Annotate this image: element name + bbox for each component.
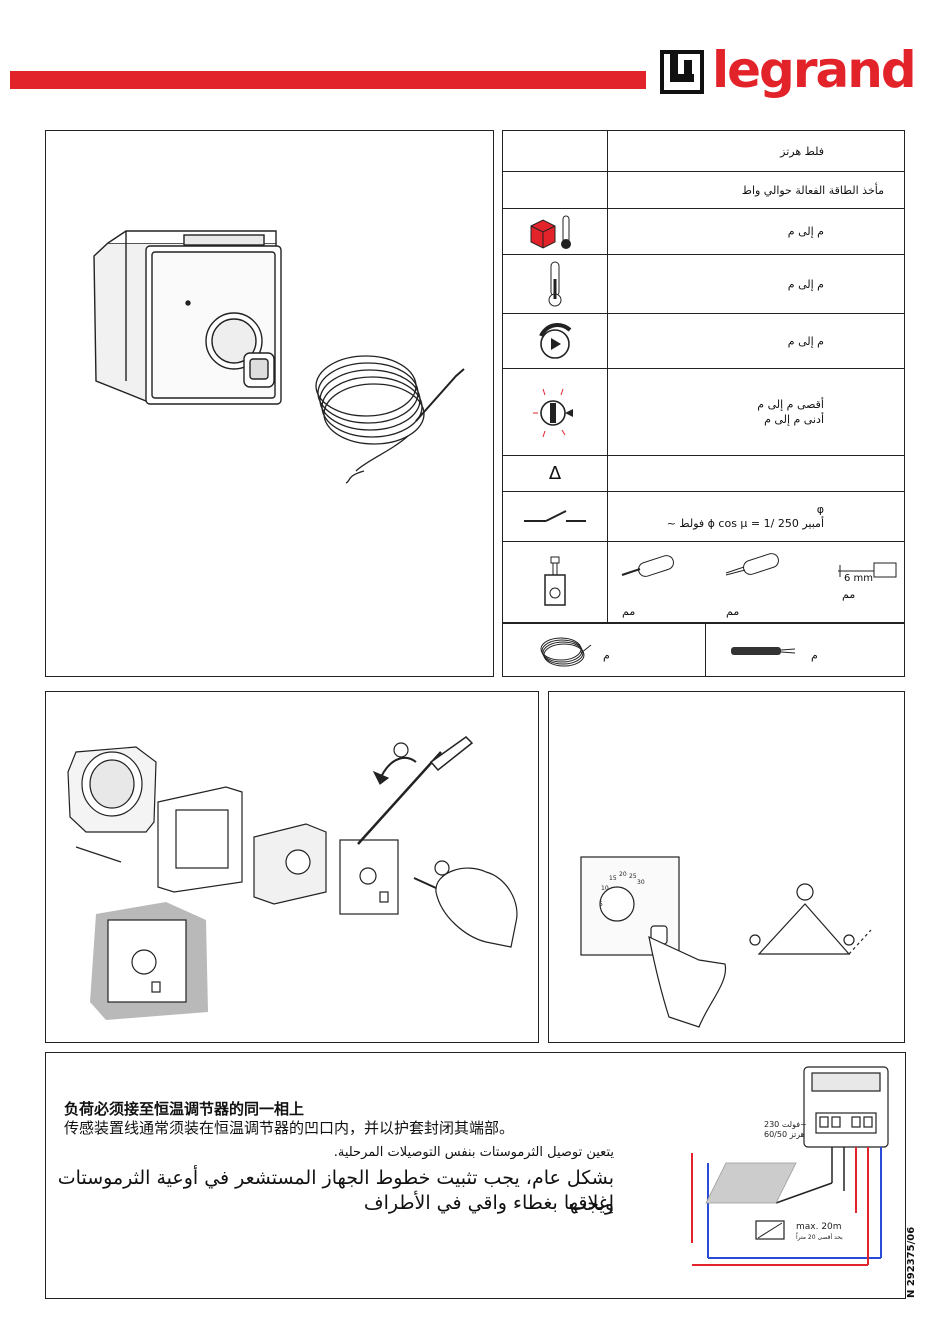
- note-ar-phase: يتعين توصيل الثرموستات بنفس التوصيلات ال…: [333, 1145, 614, 1160]
- spec-row-relay: φ أمبير ϕ cos μ = 1/ 250 فولط ~: [502, 491, 905, 542]
- limit-max-value: أقصى م إلى م: [757, 398, 824, 411]
- max-sensor-length: max. 20m: [796, 1222, 842, 1232]
- switch-contact-icon: [524, 509, 586, 522]
- wiring-diagram: 230 فولت~ 60/50 هرتز max. 20m بحد أقصى 2…: [691, 1066, 889, 1266]
- storage-temp-value: م إلى م: [607, 254, 905, 314]
- product-panel: [45, 130, 494, 677]
- wire-c-size: مم: [842, 588, 856, 601]
- note-ar-sensor-1: بشكل عام، يجب تثبيت خطوط الجهاز المستشعر…: [57, 1167, 614, 1215]
- dial-setting-icon: [539, 323, 572, 359]
- dial-scale-20: 20: [619, 871, 627, 878]
- supply-voltage: 230 فولت~: [764, 1120, 807, 1129]
- spec-row-storage-temp: م إلى م: [502, 254, 905, 314]
- box-thermometer-icon: [530, 215, 571, 249]
- limit-min-value: أدنى م إلى م: [764, 413, 824, 426]
- max-sensor-length-ar: بحد أقصى 20 متراً: [795, 1233, 843, 1241]
- dial-scale-15: 15: [609, 875, 617, 882]
- spec-row-power: مأخذ الطاقة الفعالة حوالي واط: [502, 171, 905, 209]
- wiring-panel: 负荷必须接至恒温调节器的同一相上 传感装置线通常须装在恒温调节器的凹口内，并以护…: [45, 1052, 906, 1299]
- terminal-screw-icon: [544, 556, 566, 606]
- sensor-probe-icon: [731, 647, 796, 655]
- setting-range-value: م إلى م: [607, 313, 905, 369]
- dial-scale: 5 10 15 20 25 30: [599, 871, 645, 908]
- strip-length-label: 6 mm: [844, 573, 874, 584]
- dial-scale-10: 10: [601, 885, 609, 892]
- note-ar-sensor-2: إغلاقها بغطاء واقي في الأطراف: [363, 1192, 614, 1214]
- operation-panel: 5 10 15 20 25 30: [548, 691, 905, 1043]
- spec-row-differential: Δ: [502, 455, 905, 492]
- dial-scale-25: 25: [629, 873, 637, 880]
- sensor-length-label: م: [811, 649, 818, 662]
- cable-coil-icon: [540, 637, 592, 667]
- note-zh-phase: 负荷必须接至恒温调节器的同一相上: [64, 1100, 305, 1118]
- spec-row-ambient-temp: م إلى م: [502, 208, 905, 255]
- ambient-temp-value: م إلى م: [607, 208, 905, 255]
- thermostat-product-illustration: [93, 230, 465, 484]
- installation-steps-illustration: [67, 736, 518, 1020]
- supply-frequency: 60/50 هرتز: [764, 1130, 805, 1139]
- spec-row-limits: أقصى م إلى م أدنى م إلى م: [502, 368, 905, 456]
- limit-dial-icon: [533, 388, 573, 438]
- delta-icon: Δ: [548, 463, 562, 484]
- cable-sensor-row: م م: [502, 622, 905, 677]
- header-red-bar: [10, 71, 646, 89]
- cable-length-label: م: [603, 649, 610, 662]
- wire-b-size: مم: [726, 605, 740, 618]
- brand-name: legrand: [712, 41, 917, 99]
- voltage-value: فلط هرتز: [607, 130, 905, 172]
- spec-row-voltage: فلط هرتز: [502, 130, 905, 172]
- spec-row-terminals: 6 mm مم مم مم: [502, 541, 905, 624]
- power-value: مأخذ الطاقة الفعالة حوالي واط: [607, 171, 905, 209]
- note-zh-sensor: 传感装置线通常须装在恒温调节器的凹口内，并以护套封闭其端部。: [64, 1119, 515, 1137]
- installation-panel: [45, 691, 539, 1043]
- specifications-table: فلط هرتز مأخذ الطاقة الفعالة حوالي واط م…: [502, 130, 905, 624]
- wire-types-illustration: [621, 552, 897, 577]
- document-reference: N 292375/06: [906, 1226, 917, 1298]
- relay-rating-value: أمبير ϕ cos μ = 1/ 250 فولط ~: [666, 516, 824, 530]
- dial-scale-5: 5: [599, 901, 603, 908]
- legrand-logo-mark: [660, 50, 704, 94]
- operation-illustration: 5 10 15 20 25 30: [580, 856, 872, 1028]
- spec-row-setting-range: م إلى م: [502, 313, 905, 369]
- phi-symbol: φ: [816, 502, 824, 516]
- thermometer-icon: [548, 261, 562, 307]
- wire-a-size: مم: [622, 605, 636, 618]
- dial-scale-30: 30: [637, 879, 645, 886]
